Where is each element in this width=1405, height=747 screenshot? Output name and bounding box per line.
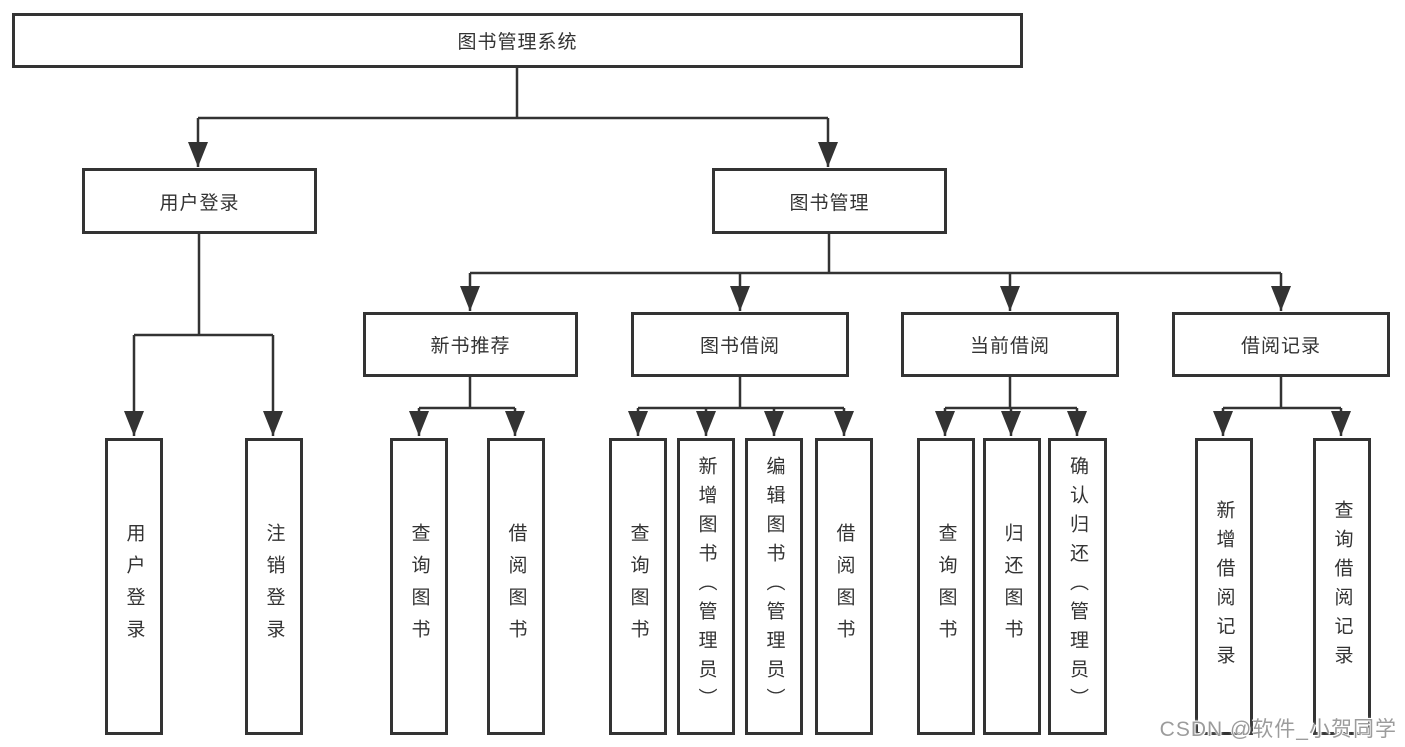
leaf-confirm-return-admin: 确认归还（管理员） (1048, 438, 1107, 735)
node-book-borrow-label: 图书借阅 (699, 336, 780, 357)
node-root-label: 图书管理系统 (457, 32, 578, 53)
leaf-recommend-query-books: 查询图书 (390, 438, 448, 735)
node-user-login-label: 用户登录 (159, 192, 240, 214)
leaf-query-borrow-record-label: 查询借阅记录 (1331, 499, 1353, 674)
node-current-borrow: 当前借阅 (901, 312, 1119, 377)
leaf-user-login: 用户登录 (105, 438, 163, 735)
node-book-management-label: 图书管理 (789, 192, 870, 214)
leaf-add-books-admin-label: 新增图书（管理员） (695, 456, 717, 717)
csdn-watermark: CSDN @软件_小贺同学 (1159, 718, 1397, 741)
leaf-borrow-books: 借阅图书 (815, 438, 873, 735)
leaf-user-login-label: 用户登录 (123, 522, 145, 651)
leaf-edit-books-admin-label: 编辑图书（管理员） (763, 456, 785, 717)
leaf-query-borrow-record: 查询借阅记录 (1313, 438, 1371, 735)
leaf-recommend-borrow-books: 借阅图书 (487, 438, 545, 735)
leaf-borrow-books-label: 借阅图书 (833, 522, 855, 651)
node-new-book-recommend-label: 新书推荐 (430, 336, 511, 357)
leaf-recommend-borrow-books-label: 借阅图书 (505, 522, 527, 651)
node-borrow-record-label: 借阅记录 (1240, 336, 1321, 357)
leaf-return-books: 归还图书 (983, 438, 1041, 735)
leaf-return-books-label: 归还图书 (1001, 522, 1023, 651)
leaf-current-query-books: 查询图书 (917, 438, 975, 735)
node-user-login: 用户登录 (82, 168, 317, 234)
node-borrow-record: 借阅记录 (1172, 312, 1390, 377)
leaf-recommend-query-books-label: 查询图书 (408, 522, 430, 651)
leaf-add-borrow-record: 新增借阅记录 (1195, 438, 1253, 735)
leaf-logout-label: 注销登录 (263, 522, 285, 651)
leaf-confirm-return-admin-label: 确认归还（管理员） (1067, 456, 1088, 717)
leaf-current-query-books-label: 查询图书 (935, 522, 957, 651)
leaf-add-books-admin: 新增图书（管理员） (677, 438, 735, 735)
leaf-borrow-query-books-label: 查询图书 (627, 522, 649, 651)
node-book-borrow: 图书借阅 (631, 312, 849, 377)
node-current-borrow-label: 当前借阅 (969, 336, 1050, 357)
leaf-borrow-query-books: 查询图书 (609, 438, 667, 735)
node-root: 图书管理系统 (12, 13, 1023, 68)
node-new-book-recommend: 新书推荐 (363, 312, 578, 377)
leaf-add-borrow-record-label: 新增借阅记录 (1213, 499, 1235, 674)
node-book-management: 图书管理 (712, 168, 947, 234)
leaf-logout: 注销登录 (245, 438, 303, 735)
leaf-edit-books-admin: 编辑图书（管理员） (745, 438, 803, 735)
